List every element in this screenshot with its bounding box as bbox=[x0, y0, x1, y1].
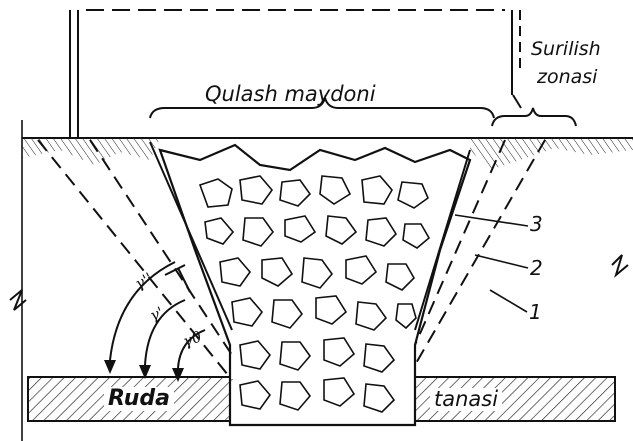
zone-number-1: 1 bbox=[529, 302, 542, 322]
body-label: tanasi bbox=[430, 388, 502, 411]
break-mark-right bbox=[612, 255, 628, 275]
zone-number-2: 2 bbox=[530, 258, 543, 278]
zone-number-3: 3 bbox=[530, 214, 543, 234]
shaft-frame bbox=[70, 10, 521, 138]
ore-label: Ruda bbox=[104, 387, 174, 411]
subsidence-zone-label-line1: Surilish bbox=[531, 40, 601, 59]
break-mark-left bbox=[10, 290, 26, 310]
subsidence-zone-brace bbox=[492, 108, 576, 126]
subsidence-zone-label-line2: zonasi bbox=[537, 68, 597, 87]
caving-area-label: Qulash maydoni bbox=[205, 84, 376, 105]
